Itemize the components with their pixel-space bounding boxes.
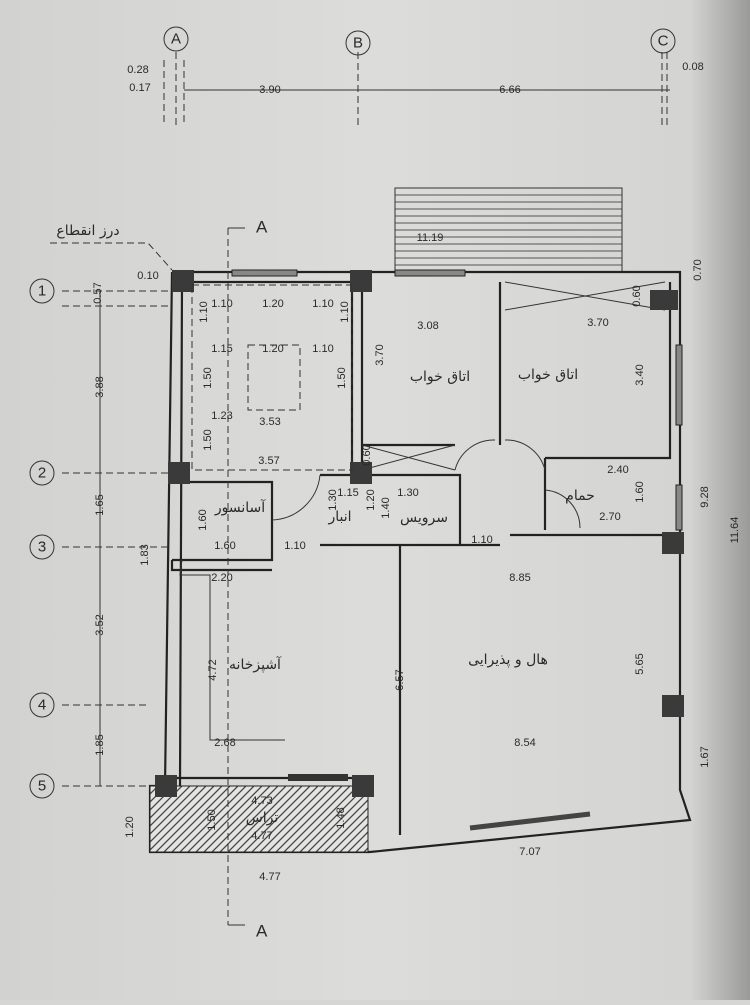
dimension-label: 1.60 [214, 540, 235, 552]
dimension-label: 2.40 [607, 464, 628, 476]
dimension-label: 3.90 [259, 84, 280, 96]
grid-row-4: 4 [38, 697, 46, 714]
room-wc: سرویس [400, 510, 448, 526]
room-elevator: آسانسور [214, 499, 266, 516]
grid-row-2: 2 [38, 465, 46, 482]
dimension-label: 7.07 [519, 846, 540, 858]
dimension-label: 1.60 [634, 481, 646, 502]
dimension-label: 1.65 [94, 494, 106, 515]
dimension-label: 0.60 [361, 444, 373, 465]
dimension-label: 3.08 [417, 320, 438, 332]
dimension-label: 3.52 [94, 614, 106, 635]
columns [155, 270, 684, 797]
terrace-hatch [149, 785, 369, 853]
room-labels: اتاق خواب اتاق خواب آسانسور انبار سرویس … [56, 223, 594, 826]
dimension-label: 3.40 [634, 364, 646, 385]
dimension-label: 1.20 [124, 816, 136, 837]
walls [148, 187, 692, 854]
dimension-label: 1.10 [198, 301, 210, 322]
dimension-label: 1.50 [336, 367, 348, 388]
dimension-label: 11.19 [417, 232, 444, 244]
dimension-label: 1.85 [94, 734, 106, 755]
dimension-label: 1.50 [206, 809, 218, 830]
grid-row-1: 1 [38, 283, 46, 300]
dimension-label: 1.10 [312, 343, 333, 355]
dimension-label: 3.57 [258, 455, 279, 467]
dimension-label: 4.77 [251, 830, 272, 842]
grid-column-b: B [353, 35, 363, 52]
dimension-label: 3.53 [259, 416, 280, 428]
dimension-label: 1.60 [197, 509, 209, 530]
dimension-label: 1.48 [335, 807, 347, 828]
dimension-label: 1.83 [139, 544, 151, 565]
dimension-label: 11.64 [729, 517, 741, 544]
grid-row-3: 3 [38, 539, 46, 556]
dimension-label: 1.30 [397, 487, 418, 499]
dimension-label: 1.15 [337, 487, 358, 499]
dimension-label: 8.54 [514, 737, 535, 749]
dimension-label: 1.10 [284, 540, 305, 552]
dimension-label: 1.50 [202, 367, 214, 388]
dimension-label: 1.10 [471, 534, 492, 546]
grid-column-c: C [658, 33, 669, 50]
dimension-labels: 0.28 0.17 3.90 6.66 0.08 11.19 0.10 0.57 3.88 1.6… [92, 61, 741, 883]
stair-outline [191, 284, 353, 471]
dimension-label: 1.40 [380, 497, 392, 518]
dimension-label: 3.88 [94, 376, 106, 397]
dimension-label: 2.70 [599, 511, 620, 523]
grid-row-5: 5 [38, 778, 46, 795]
dimension-label: 8.85 [509, 572, 530, 584]
dimension-label: 3.70 [587, 317, 608, 329]
dimension-label: 4.77 [259, 871, 280, 883]
outdoor-steps [394, 187, 623, 273]
section-cut: A A [50, 217, 268, 940]
dimension-label: 0.10 [137, 270, 158, 282]
dimension-label: 3.70 [374, 344, 386, 365]
room-bathroom: حمام [565, 488, 595, 504]
room-terrace: تراس [246, 810, 279, 826]
dimension-label: 2.68 [214, 737, 235, 749]
room-storage: انبار [327, 509, 351, 525]
expansion-joint-label: درز انقطاع [56, 223, 119, 239]
room-bedroom-1: اتاق خواب [410, 369, 470, 385]
dimension-label: 0.57 [92, 282, 104, 303]
dimension-label: 1.30 [327, 489, 339, 510]
dimension-label: 1.10 [339, 301, 351, 322]
grid-axes [62, 52, 670, 787]
dimension-label: 0.60 [631, 285, 643, 306]
grid-column-a: A [171, 31, 181, 48]
dimension-label: 6.66 [499, 84, 520, 96]
dimension-label: 4.73 [251, 795, 272, 807]
room-kitchen: آشپزخانه [229, 656, 282, 673]
dimension-label: 1.50 [202, 429, 214, 450]
grid-bubbles: A B C 1 2 3 4 5 [29, 26, 676, 799]
dimension-label: 1.67 [699, 746, 711, 767]
room-bedroom-2: اتاق خواب [518, 367, 578, 383]
dimension-label: 2.20 [211, 572, 232, 584]
room-living: هال و پذیرایی [468, 652, 548, 668]
dimension-label: 5.65 [634, 653, 646, 674]
dimension-label: 6.57 [394, 669, 406, 690]
dimension-label: 0.70 [692, 259, 704, 280]
dimension-label: 1.23 [211, 410, 232, 422]
dimension-label: 1.10 [312, 298, 333, 310]
dimension-label: 0.08 [682, 61, 703, 73]
dimension-label: 1.20 [262, 343, 283, 355]
dimension-label: 1.10 [211, 298, 232, 310]
dimension-label: 4.72 [207, 659, 219, 680]
section-mark-bottom: A [256, 921, 268, 940]
section-mark-top: A [256, 217, 268, 236]
dimension-label: 1.20 [365, 489, 377, 510]
dimension-label: 0.28 [127, 64, 148, 76]
dimension-label: 0.17 [129, 82, 150, 94]
dimension-label: 1.15 [211, 343, 232, 355]
dimension-label: 9.28 [699, 486, 711, 507]
dimension-label: 1.20 [262, 298, 283, 310]
